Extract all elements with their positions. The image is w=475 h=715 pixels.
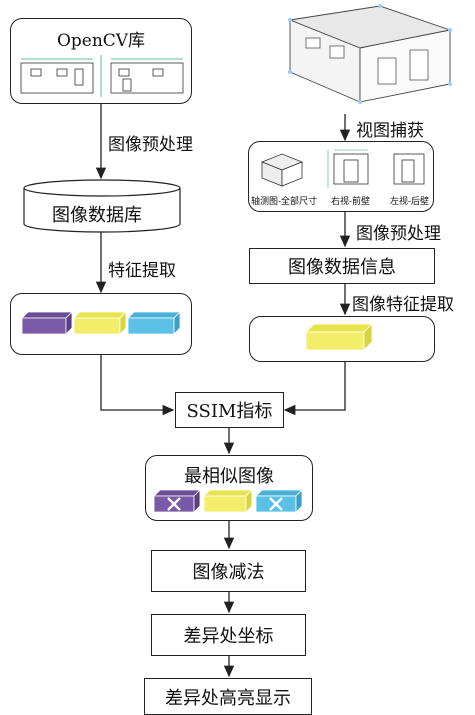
image-database-label: 图像数据库 bbox=[52, 205, 142, 226]
image-subtraction-label: 图像减法 bbox=[192, 562, 265, 583]
left-preprocess-label: 图像预处理 bbox=[108, 135, 193, 155]
view-caption-axonometric: 轴测图-全部尺寸 bbox=[251, 197, 318, 207]
opencv-drawing-thumbnails bbox=[20, 55, 184, 97]
similar-feature-blocks bbox=[153, 490, 303, 513]
image-subtraction-box: 图像减法 bbox=[151, 550, 306, 592]
ssim-metric-box: SSIM指标 bbox=[175, 392, 284, 428]
most-similar-label: 最相似图像 bbox=[184, 466, 274, 487]
right-feature-extract-label: 图像特征提取 bbox=[352, 295, 454, 315]
captured-view-thumbnails bbox=[260, 149, 425, 188]
left-feature-extract-label: 特征提取 bbox=[108, 261, 176, 281]
opencv-library-box: OpenCV库 bbox=[10, 18, 192, 104]
diff-coordinates-box: 差异处坐标 bbox=[151, 614, 306, 656]
opencv-title: OpenCV库 bbox=[56, 31, 146, 51]
diff-highlight-box: 差异处高亮显示 bbox=[144, 678, 312, 715]
view-capture-label: 视图捕获 bbox=[356, 121, 424, 141]
view-caption-left-rear: 左视-后壁 bbox=[390, 197, 430, 207]
image-database-cylinder bbox=[23, 179, 181, 233]
image-data-info-box: 图像数据信息 bbox=[249, 248, 435, 284]
ssim-metric-label: SSIM指标 bbox=[186, 401, 273, 422]
feature-block-right bbox=[305, 324, 373, 351]
view-caption-right-front: 右视-前壁 bbox=[331, 197, 371, 207]
right-preprocess-label: 图像预处理 bbox=[356, 224, 441, 244]
feature-blocks-left bbox=[21, 312, 181, 335]
diff-highlight-label: 差异处高亮显示 bbox=[165, 687, 291, 709]
mismatch-x-marks bbox=[167, 497, 283, 511]
image-data-info-label: 图像数据信息 bbox=[288, 257, 396, 278]
diff-coordinates-label: 差异处坐标 bbox=[183, 626, 274, 647]
container-3d-model bbox=[288, 4, 452, 104]
